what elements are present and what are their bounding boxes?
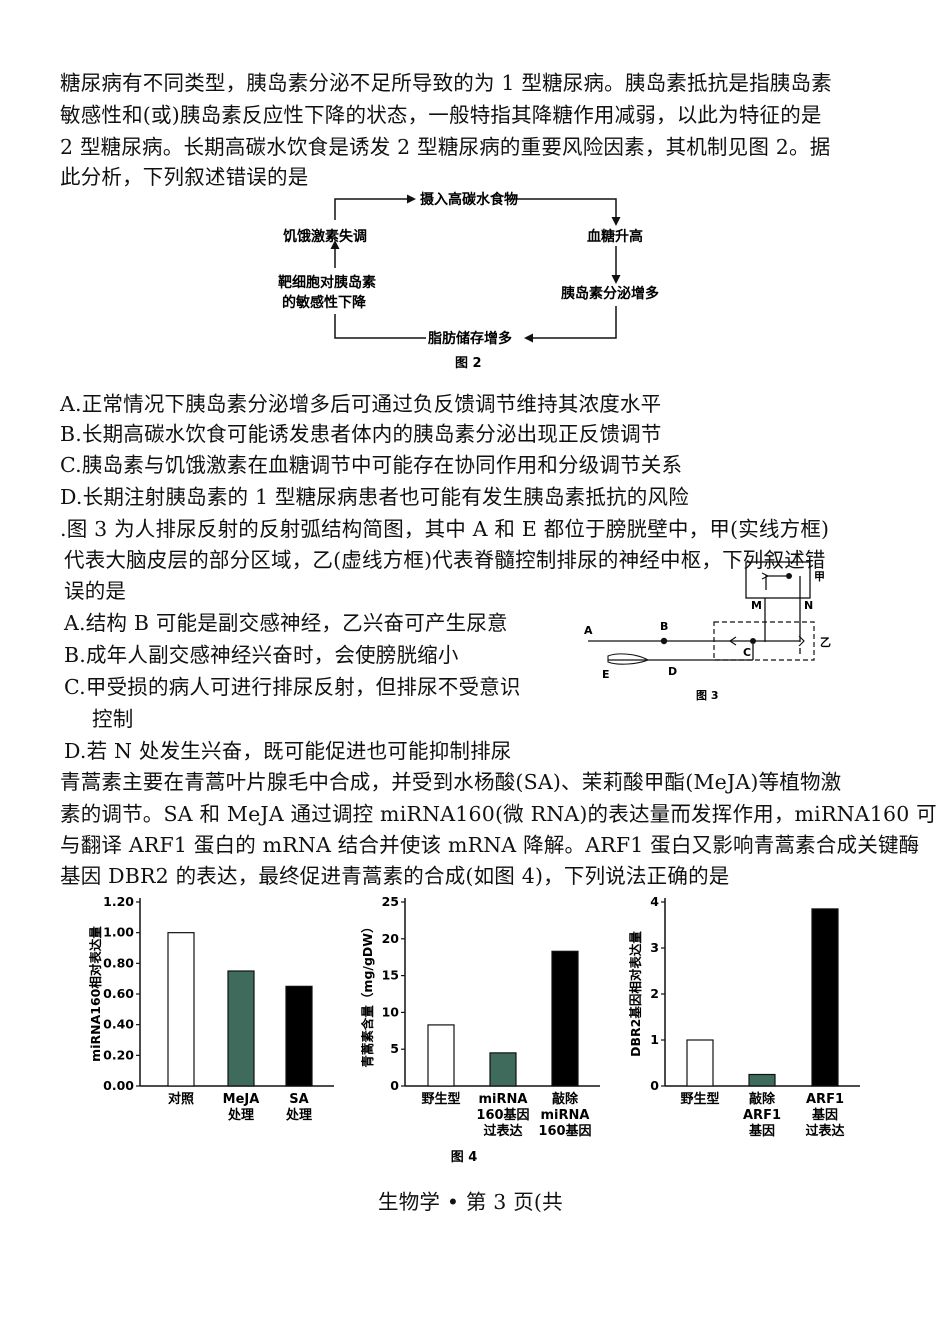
- chart3-category-label: ARF1: [743, 1108, 781, 1123]
- q2-line-1: .图 3 为人排尿反射的反射弧结构简图，其中 A 和 E 都位于膀胱壁中，甲(实…: [60, 517, 830, 541]
- arrow-bottom-left: [334, 314, 426, 339]
- chart1-category-label: SA: [289, 1092, 308, 1107]
- q3-line-4: 基因 DBR2 的表达，最终促进青蒿素的合成(如图 4)，下列说法正确的是: [60, 864, 730, 888]
- chart2-category-label: 敲除: [552, 1091, 579, 1107]
- jia-box: [745, 561, 811, 599]
- q2-line-3: 误的是: [64, 579, 127, 603]
- q1-option-c: C.胰岛素与饥饿激素在血糖调节中可能存在协同作用和分级调节关系: [60, 453, 683, 477]
- label-e: E: [602, 668, 610, 681]
- chart1-y-label: miRNA160相对表达量: [88, 926, 103, 1062]
- chart3-bar: [686, 1039, 714, 1087]
- chart3-bar: [811, 908, 839, 1087]
- diagram-left2b: 的敏感性下降: [282, 294, 367, 311]
- q3-line-3: 与翻译 ARF1 蛋白的 mRNA 结合并使该 mRNA 降解。ARF1 蛋白又…: [60, 833, 920, 857]
- page-footer: 生物学 • 第 3 页(共: [378, 1190, 563, 1214]
- chart3-tick-label: 2: [650, 986, 659, 1001]
- chart2-tick-label: 20: [382, 931, 400, 946]
- label-d: D: [668, 665, 677, 678]
- chart3-y-label: DBR2基因相对表达量: [628, 931, 643, 1057]
- figure-3-caption: 图 3: [696, 689, 718, 702]
- label-n: N: [804, 599, 813, 612]
- q2-option-d: D.若 N 处发生兴奋，既可能促进也可能抑制排尿: [64, 739, 512, 763]
- chart2-category-label: 160基因: [476, 1107, 529, 1123]
- label-m: M: [751, 599, 762, 612]
- chart3-tick-label: 1: [650, 1032, 659, 1047]
- chart3-category-label: 基因: [811, 1107, 838, 1123]
- chart1-tick-label: 0.80: [103, 955, 134, 970]
- chart3-category-label: 基因: [748, 1123, 775, 1139]
- q3-line-1: 青蒿素主要在青蒿叶片腺毛中合成，并受到水杨酸(SA)、茉莉酸甲酯(MeJA)等植…: [60, 770, 842, 794]
- chart2-category-label: 过表达: [483, 1123, 522, 1139]
- chart2-category-label: miRNA: [479, 1092, 528, 1107]
- chart1-category-label: 处理: [285, 1107, 312, 1123]
- chart1-tick-label: 1.20: [103, 894, 134, 909]
- chart2-tick-label: 10: [382, 1004, 400, 1019]
- chart2-tick-label: 25: [382, 894, 399, 909]
- arrow-to-top: [334, 198, 410, 220]
- chart3-category-label: ARF1: [806, 1092, 844, 1107]
- chart2-category-label: 野生型: [421, 1091, 460, 1107]
- chart1-tick-label: 1.00: [103, 925, 134, 940]
- q1-line-3: 2 型糖尿病。长期高碳水饮食是诱发 2 型糖尿病的重要风险因素，其机制见图 2。…: [60, 135, 831, 159]
- chart1-tick-label: 0.40: [103, 1017, 134, 1032]
- chart1-tick-label: 0.20: [103, 1047, 134, 1062]
- diagram-right1: 血糖升高: [587, 228, 643, 245]
- q1-line-4: 此分析，下列叙述错误的是: [60, 165, 309, 189]
- chart3-bar: [748, 1073, 776, 1087]
- q2-option-c-cont: 控制: [92, 707, 134, 731]
- figure-4-caption: 图 4: [451, 1150, 478, 1165]
- chart3-category-label: 敲除: [749, 1091, 776, 1107]
- q2-option-b: B.成年人副交感神经兴奋时，会使膀胱缩小: [64, 643, 459, 667]
- chart2-bar: [427, 1024, 455, 1087]
- chart2-category-label: miRNA: [541, 1108, 590, 1123]
- figure-2-caption: 图 2: [455, 356, 482, 371]
- chart2-bar: [489, 1052, 517, 1087]
- q2-option-a: A.结构 B 可能是副交感神经，乙兴奋可产生尿意: [64, 611, 508, 635]
- chart3-category-label: 过表达: [805, 1123, 844, 1139]
- label-a: A: [584, 624, 593, 637]
- chart2-tick-label: 0: [390, 1078, 399, 1093]
- q2-option-c: C.甲受损的病人可进行排尿反射，但排尿不受意识: [64, 675, 521, 699]
- figure-4-charts: 0.00 0.20 0.40 0.60 0.80 1.00 1.20 miRNA160相对表达…: [88, 894, 860, 1165]
- diagram-right2: 胰岛素分泌增多: [561, 285, 659, 302]
- q1-option-d: D.长期注射胰岛素的 1 型糖尿病患者也可能有发生胰岛素抵抗的风险: [60, 485, 689, 509]
- label-yi: 乙: [820, 636, 831, 649]
- chart1-category-label: MeJA: [223, 1092, 260, 1107]
- chart2-y-label: 青蒿素含量（mg/gDW）: [360, 920, 375, 1067]
- diagram-top: 摄入高碳水食物: [420, 191, 518, 208]
- q1-line-1: 糖尿病有不同类型，胰岛素分泌不足所导致的为 1 型糖尿病。胰岛素抵抗是指胰岛素: [60, 71, 832, 95]
- chart1-tick-label: 0.00: [103, 1078, 134, 1093]
- q2-line-2: 代表大脑皮层的部分区域，乙(虚线方框)代表脊髓控制排尿的神经中枢，下列叙述错: [64, 548, 826, 572]
- chart2-tick-label: 5: [390, 1041, 399, 1056]
- diagram-bottom: 脂肪储存增多: [427, 330, 512, 347]
- chart3-tick-label: 3: [650, 940, 659, 955]
- chart2-bar: [551, 950, 579, 1087]
- arrow-top-right: [508, 198, 617, 220]
- chart1-category-label: 对照: [168, 1091, 194, 1107]
- label-c: C: [743, 646, 751, 659]
- diagram-left1: 饥饿激素失调: [283, 228, 367, 245]
- chart1-bar: [167, 932, 195, 1087]
- chart2-category-label: 160基因: [538, 1123, 591, 1139]
- q1-option-a: A.正常情况下胰岛素分泌增多后可通过负反馈调节维持其浓度水平: [60, 392, 662, 416]
- label-b: B: [660, 620, 668, 633]
- diagram-left2a: 靶细胞对胰岛素: [278, 274, 376, 291]
- chart3-tick-label: 0: [650, 1078, 659, 1093]
- q3-line-2: 素的调节。SA 和 MeJA 通过调控 miRNA160(微 RNA)的表达量而…: [60, 802, 937, 826]
- chart3-tick-label: 4: [650, 894, 659, 909]
- label-jia: 甲: [814, 570, 825, 583]
- chart1-category-label: 处理: [227, 1107, 254, 1123]
- chart1-tick-label: 0.60: [103, 986, 134, 1001]
- figure-3-diagram: 甲 M N 乙 A B C E D 图 3: [584, 561, 831, 702]
- q1-line-2: 敏感性和(或)胰岛素反应性下降的状态，一般特指其降糖作用减弱，以此为特征的是: [60, 103, 822, 127]
- chart1-bar: [227, 970, 255, 1087]
- figure-2-diagram: 摄入高碳水食物 血糖升高 胰岛素分泌增多 脂肪储存增多 靶细胞对胰岛素 的敏感性…: [278, 191, 659, 371]
- chart1-bar: [285, 985, 313, 1087]
- chart2-tick-label: 15: [382, 968, 399, 983]
- chart3-category-label: 野生型: [680, 1091, 719, 1107]
- arrow-bottom: [530, 306, 617, 339]
- q1-option-b: B.长期高碳水饮食可能诱发患者体内的胰岛素分泌出现正反馈调节: [60, 422, 662, 446]
